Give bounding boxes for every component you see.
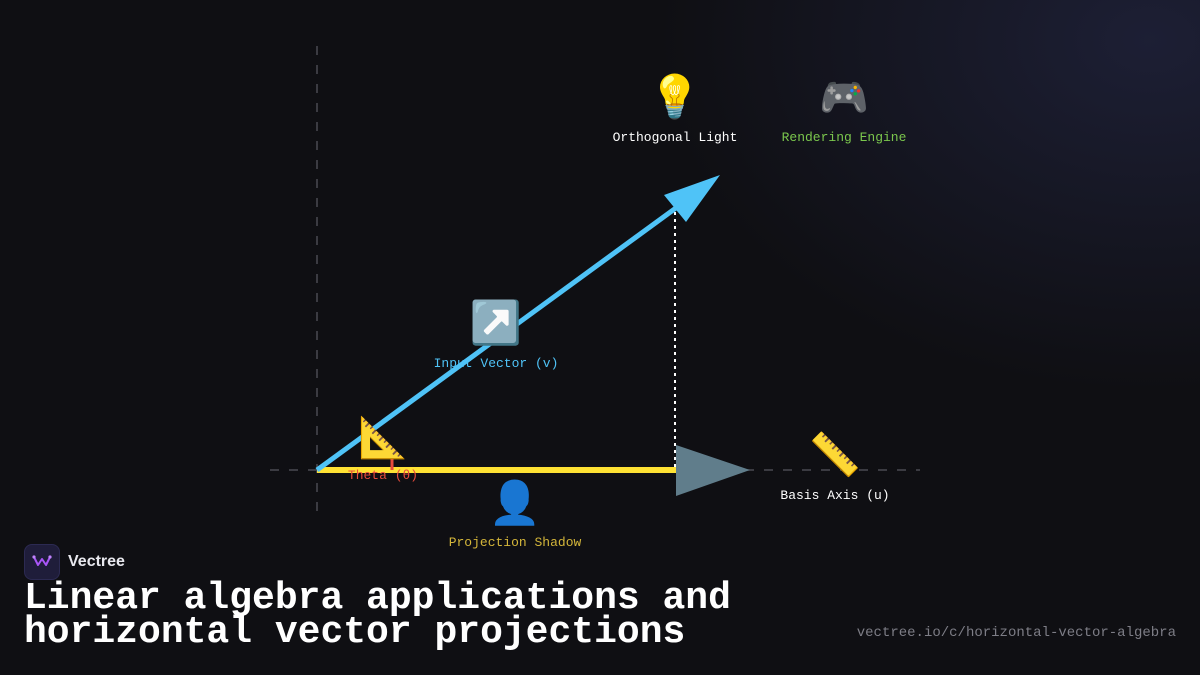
page-title: Linear algebra applications and horizont… bbox=[24, 577, 731, 654]
brand: Vectree bbox=[24, 544, 125, 580]
straight-ruler-icon: 📏 bbox=[808, 430, 862, 479]
triangular-ruler-icon: 📐 bbox=[358, 415, 408, 461]
light-bulb-icon: 💡 bbox=[648, 72, 702, 121]
person-silhouette-icon: 👤 bbox=[488, 478, 542, 527]
input-vector-label: Input Vector (v) bbox=[433, 356, 559, 371]
projection-shadow-label: Projection Shadow bbox=[448, 535, 582, 550]
game-controller-icon: 🎮 bbox=[819, 75, 869, 121]
brand-name: Vectree bbox=[68, 553, 125, 570]
vectree-logo-icon bbox=[24, 544, 60, 580]
rendering-engine-label: Rendering Engine bbox=[781, 130, 907, 145]
input-vector-arrowhead bbox=[664, 175, 720, 222]
theta-label: Theta (θ) bbox=[347, 468, 419, 483]
basis-arrowhead bbox=[676, 445, 750, 496]
basis-axis-label: Basis Axis (u) bbox=[780, 488, 890, 503]
page-url: vectree.io/c/horizontal-vector-algebra bbox=[856, 625, 1176, 641]
orthogonal-light-label: Orthogonal Light bbox=[612, 130, 738, 145]
up-right-arrow-icon: ↗️ bbox=[469, 298, 523, 347]
input-vector-line bbox=[315, 202, 682, 473]
